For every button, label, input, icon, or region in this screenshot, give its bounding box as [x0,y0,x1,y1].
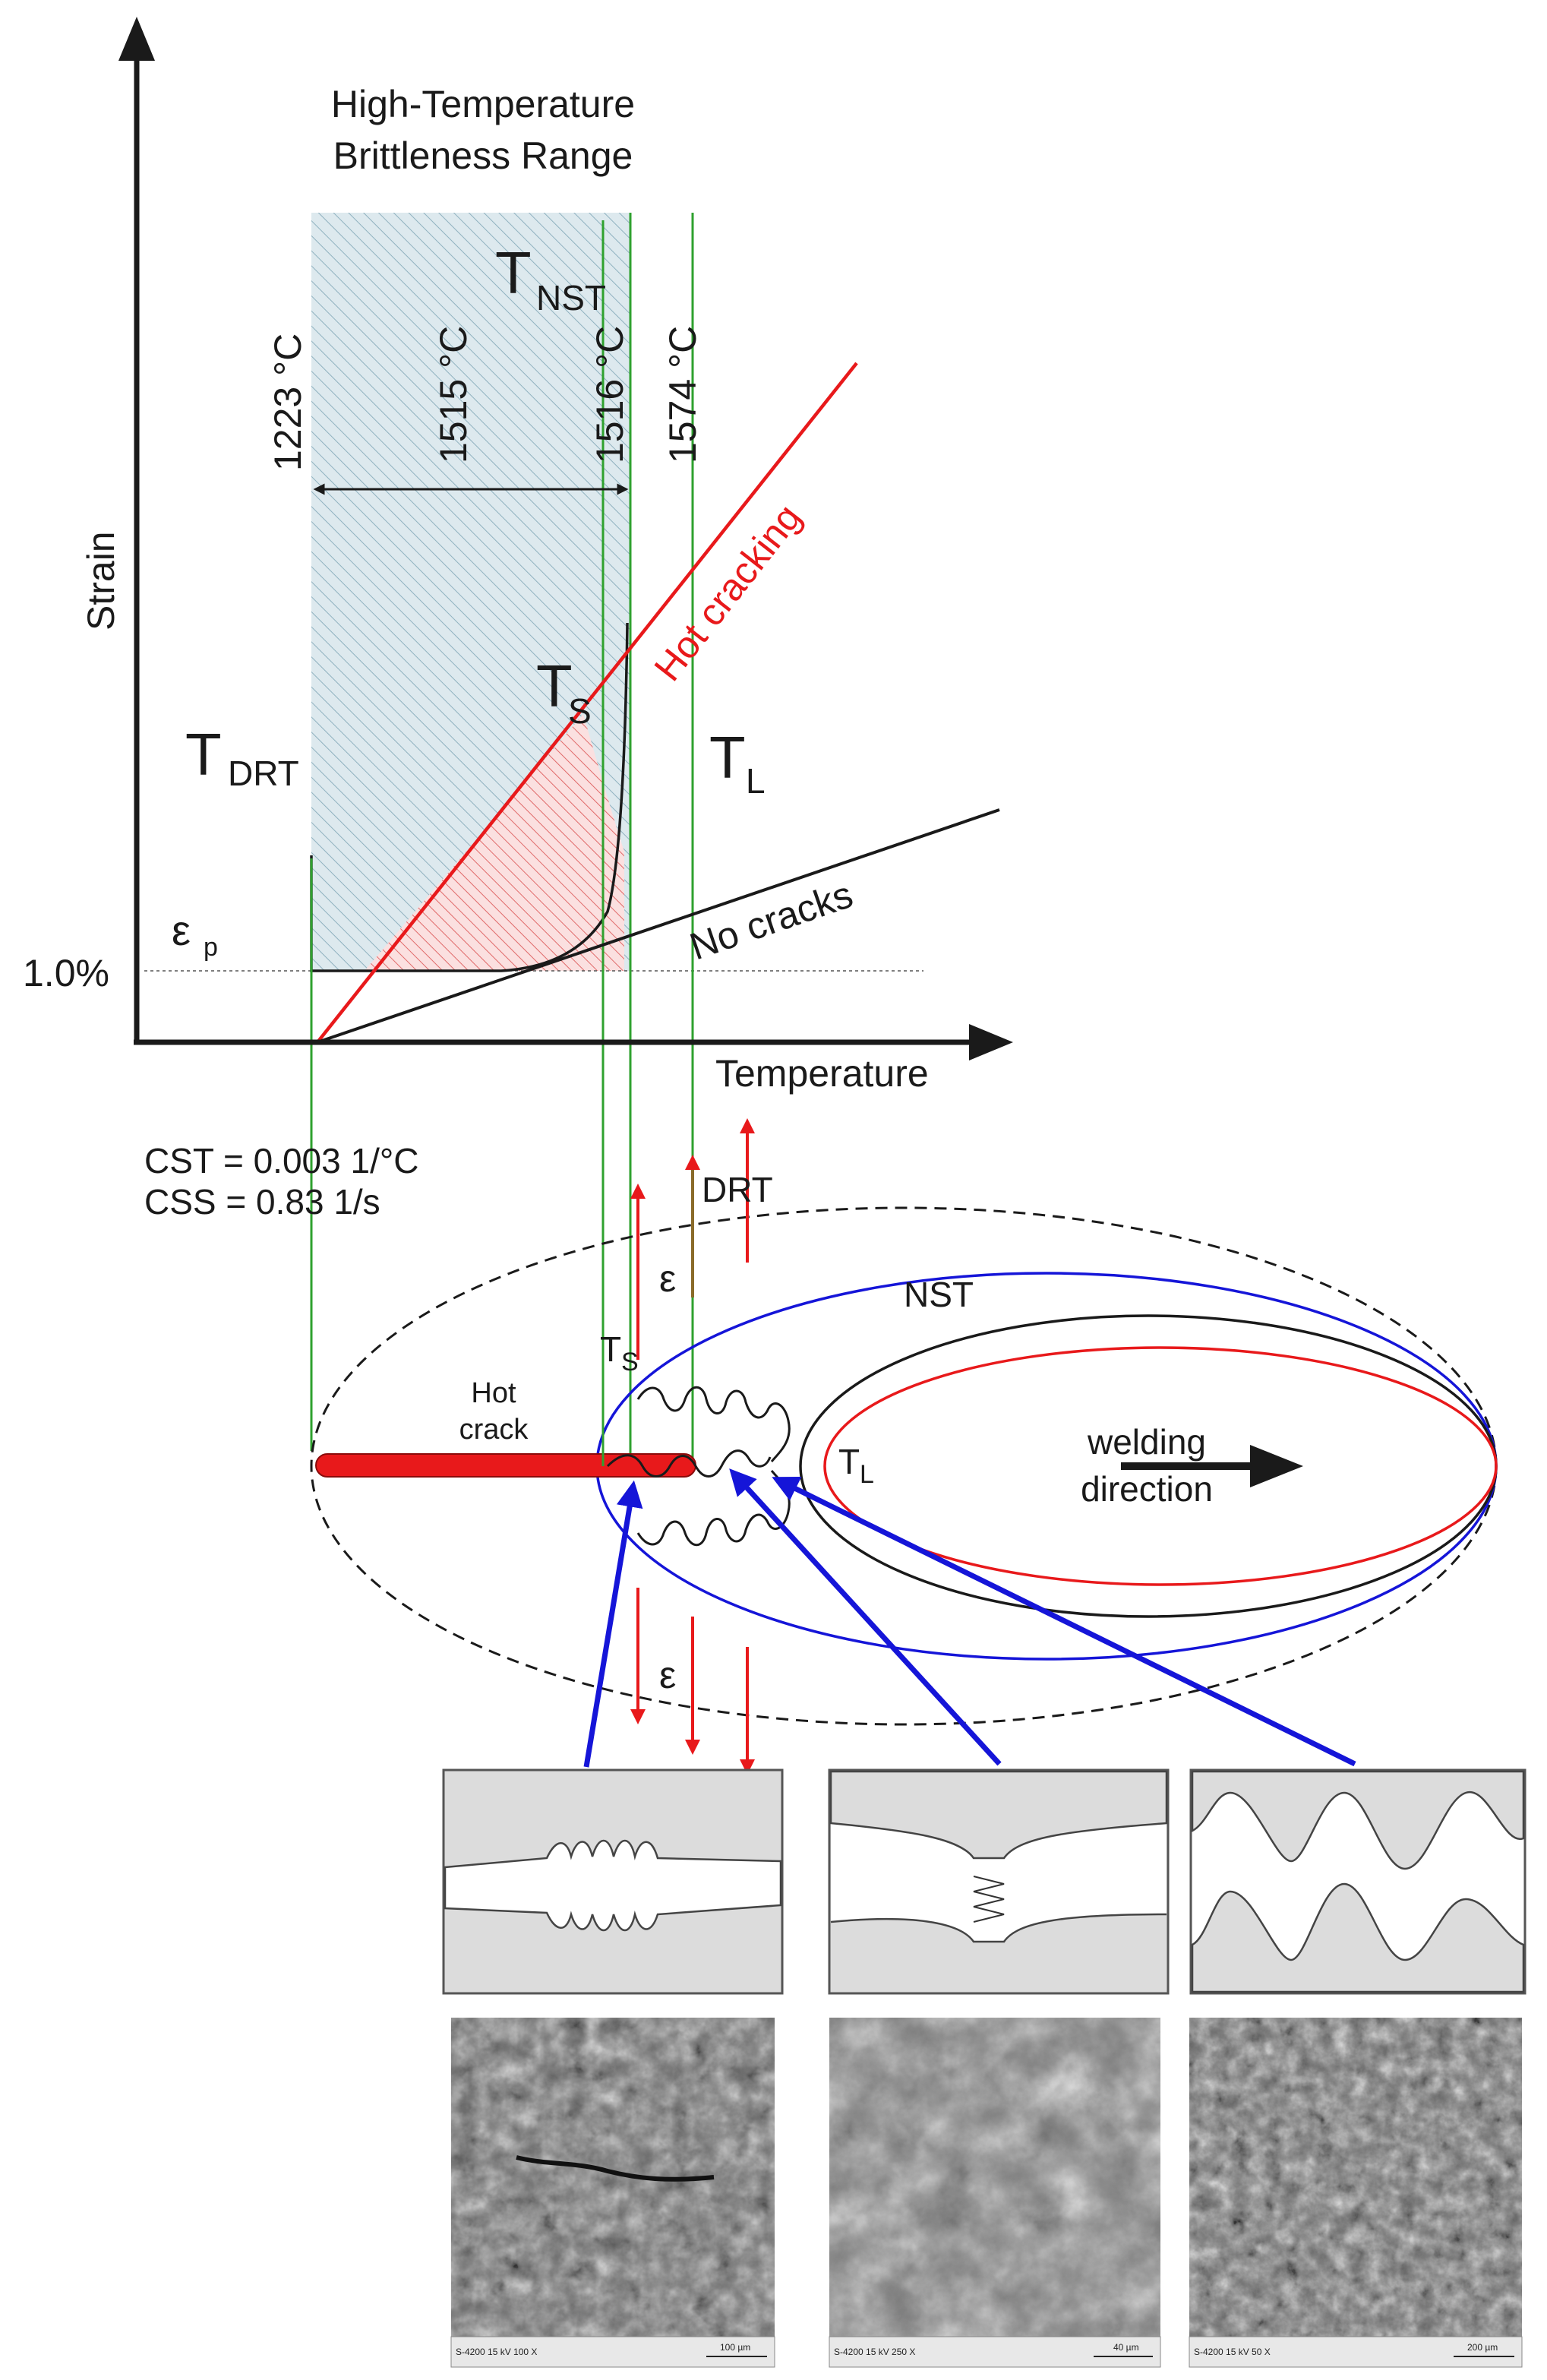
strain-temperature-chart: High-Temperature Brittleness Range Strai… [23,17,1013,1466]
epsilon-p-subscript: p [204,933,218,962]
css-value: CSS = 0.83 1/s [144,1182,380,1222]
hot-cracking-region [365,714,624,971]
dendrite-lower-region [1191,1882,1525,1993]
t-nst-subscript: NST [536,278,606,318]
welding-direction-arrowhead [1250,1445,1303,1487]
schematic-panel-3 [1189,1768,1526,1995]
y-axis-arrow [118,17,155,61]
epsilon-p-symbol: ε [172,906,191,954]
t-s-subscript: S [568,691,592,731]
t-nst-symbol: T [495,239,532,306]
x-axis-arrow [969,1024,1013,1060]
temp-label-1574: 1574 °C [661,326,704,463]
sem-3-caption: S-4200 15 kV 50 X [1194,2347,1271,2357]
sem-1-caption: S-4200 15 kV 100 X [456,2347,537,2357]
tl-weld-symbol: T [838,1442,860,1481]
weld-pool-schematic: DRT NST ε ε T S T L Hot crack welding di… [310,1118,1498,1775]
tl-weld-subscript: L [860,1460,874,1489]
liquidus-ellipse [823,1346,1498,1586]
dendrite-upper-region [1191,1770,1525,1870]
pointer-arrow-2 [729,1468,1002,1766]
schematic-panel-2 [828,1768,1170,1995]
y-axis-label: Strain [80,531,122,631]
sem-2-scalebar-label: 40 µm [1113,2342,1139,2353]
pointer-arrow-1 [583,1480,643,1768]
welding-direction-line1: welding [1087,1422,1206,1462]
dendrite-front-top [636,1386,791,1462]
no-cracks-line [317,808,1000,1044]
parameters-block: CST = 0.003 1/°C CSS = 0.83 1/s [144,1141,418,1222]
drt-label: DRT [702,1170,773,1209]
sem-micrograph-2: S-4200 15 kV 250 X 40 µm [829,2018,1161,2368]
ts-weld-symbol: T [600,1329,621,1369]
epsilon-top-label: ε [659,1257,676,1300]
dendrite-front-bottom [636,1470,791,1547]
sem-3-scalebar-label: 200 µm [1467,2342,1498,2353]
pointer-arrow-3 [772,1477,1356,1767]
dendrite-bridge [606,1449,772,1478]
t-drt-subscript: DRT [228,754,299,793]
hot-crack-bar [315,1453,696,1478]
chart-title-line2: Brittleness Range [333,134,633,177]
t-s-symbol: T [536,653,573,719]
crack-gap-opening [444,1840,782,1931]
temp-label-1515: 1515 °C [432,326,475,463]
bridging-gap-lower-edge [830,1913,1167,1943]
cst-value: CST = 0.003 1/°C [144,1141,418,1181]
pointer-arrows [583,1468,1356,1768]
sem-micrograph-1: S-4200 15 kV 100 X 100 µm [450,2018,775,2368]
t-l-symbol: T [709,724,746,791]
welding-direction-line2: direction [1081,1469,1213,1509]
ts-weld-subscript: S [621,1348,639,1376]
liquid-bridge-zigzag [973,1876,1005,1923]
t-drt-symbol: T [185,721,222,788]
nst-label: NST [904,1275,974,1314]
sem-crack-line [516,2155,715,2182]
sem-2-caption: S-4200 15 kV 250 X [834,2347,915,2357]
hot-cracking-line [316,362,858,1044]
sem-1-scalebar-label: 100 µm [720,2342,750,2353]
t-l-subscript: L [746,761,766,801]
sem-micrograph-3: S-4200 15 kV 50 X 200 µm [1189,2018,1523,2368]
solidus-ellipse [595,1272,1498,1661]
y-tick-one-percent: 1.0% [23,952,109,994]
x-axis-label: Temperature [715,1052,929,1095]
bridging-gap-upper-region [829,1770,1168,1860]
ductility-curve [310,622,629,972]
epsilon-bottom-label: ε [659,1654,676,1696]
hot-crack-label-line2: crack [459,1414,529,1446]
hot-crack-label-line1: Hot [471,1377,516,1409]
temp-label-1516: 1516 °C [589,326,631,463]
chart-title-line1: High-Temperature [331,83,635,125]
temp-label-1223: 1223 °C [267,333,309,471]
schematic-panel-1 [442,1768,784,1995]
